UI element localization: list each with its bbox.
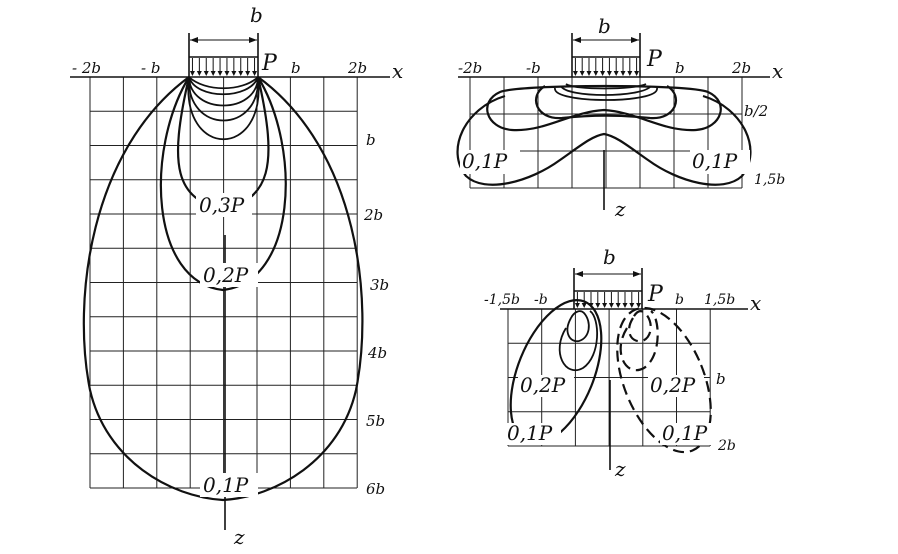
horizontal-x-tick: -b [526,59,541,77]
load-arrowhead [217,71,223,76]
shear-left-label-02: 0,2P [520,373,566,397]
load-arrowhead [593,71,599,76]
load-arrowhead [627,71,633,76]
main-z-tick: 3b [370,276,389,294]
horizontal-z-tick: b/2 [744,102,768,120]
load-arrowhead [238,71,244,76]
shear-width-dimension [575,271,641,277]
shear-x-tick: -b [534,292,548,308]
load-arrowhead [636,303,642,308]
main-load-label: P [261,51,278,76]
shear-left-label-01: 0,1P [507,421,553,445]
shear-load-label: P [647,282,664,307]
shear-z-tick: 2b [717,438,736,454]
load-arrowhead [613,71,619,76]
shear-z-tick: b [716,370,726,388]
main-z-tick: b [366,131,376,149]
main-isobar-label-01: 0,1P [203,473,249,497]
load-arrowhead [606,71,612,76]
main-x-tick: - 2b [72,59,101,77]
horizontal-x-tick: -2b [458,59,482,77]
horizontal-isobar-label-right: 0,1P [692,149,738,173]
horizontal-x-tick: 2b [731,59,751,77]
shear-x-axis-label: x [750,291,761,315]
load-arrowhead [586,71,592,76]
load-arrowhead [622,303,628,308]
load-arrowhead [189,71,195,76]
main-load-block [188,33,259,77]
load-arrowhead [595,303,601,308]
shear-x-tick: -1,5b [484,292,520,308]
load-arrowhead [579,71,585,76]
shear-z-axis-label: z [614,457,626,481]
horizontal-isobar-label-left: 0,1P [462,149,508,173]
main-z-axis-label: z [233,525,245,549]
horizontal-z-axis-label: z [614,197,626,221]
load-arrowhead [615,303,621,308]
load-arrowhead [620,71,626,76]
shear-isobars-right [616,306,712,454]
horizontal-x-axis-label: x [772,59,783,83]
main-isobar-label-02: 0,2P [203,263,249,287]
shear-x-tick: 1,5b [704,292,735,308]
main-z-tick: 2b [363,206,383,224]
load-arrowhead [574,303,580,308]
load-arrowhead [572,71,578,76]
main-width-dimension [190,37,257,43]
horizontal-z-tick: 1,5b [754,172,785,188]
horizontal-diagram: b P x z -2b -b b 2b b/2 1,5b 0,1P 0,1P [456,14,785,221]
main-width-label: b [250,3,263,27]
load-arrowhead [231,71,237,76]
main-z-tick: 6b [366,480,385,498]
horizontal-load-block [571,33,641,77]
load-arrowhead [634,71,640,76]
load-arrowhead [196,71,202,76]
load-arrowhead [608,303,614,308]
main-x-tick: b [291,59,301,77]
main-z-tick: 5b [366,412,385,430]
shear-right-label-01: 0,1P [662,421,708,445]
main-x-tick: - b [141,59,160,77]
shear-right-label-02: 0,2P [650,373,696,397]
shear-x-tick: b [675,292,684,308]
load-arrowhead [252,71,258,76]
main-isobar-label-03: 0,3P [199,193,245,217]
main-diagram: b P x z - 2b - b b 2b b 2b 3b 4b 5b 6b 0… [70,3,403,549]
load-arrowhead [629,303,635,308]
load-arrowhead [210,71,216,76]
horizontal-width-dimension [573,37,639,43]
horizontal-width-label: b [598,14,611,38]
load-arrowhead [602,303,608,308]
horizontal-x-tick: b [675,59,685,77]
load-arrowhead [245,71,251,76]
load-arrowhead [224,71,230,76]
load-arrowhead [581,303,587,308]
main-x-axis-label: x [392,59,403,83]
shear-diagram: b P x z -1,5b -b b 1,5b b 2b 0,2P 0,1P 0… [484,245,761,481]
load-arrowhead [600,71,606,76]
shear-width-label: b [603,245,616,269]
main-x-tick: 2b [347,59,367,77]
main-z-tick: 4b [367,344,387,362]
load-arrowhead [203,71,209,76]
horizontal-load-label: P [646,47,663,72]
